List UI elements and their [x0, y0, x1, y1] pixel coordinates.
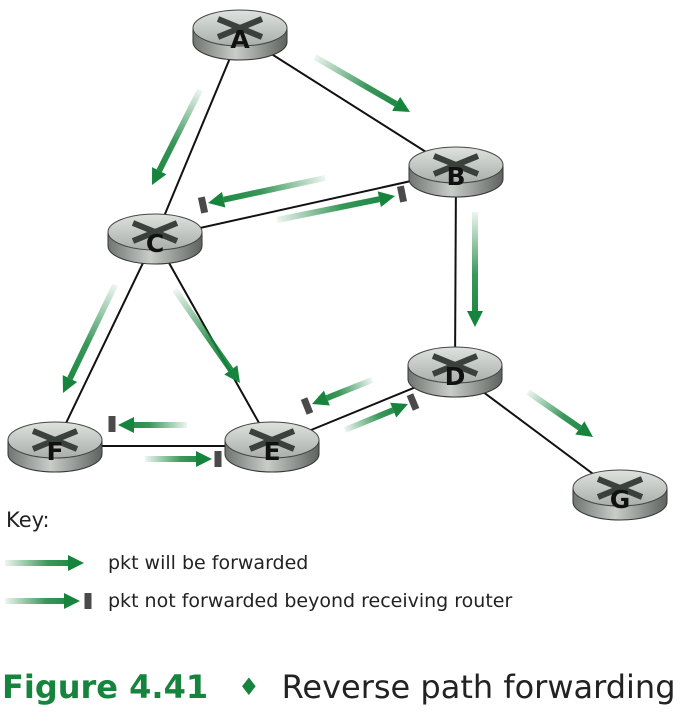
link-C-F	[54, 237, 156, 447]
router-G: G	[572, 469, 668, 521]
router-D: D	[407, 346, 503, 398]
router-cross-icon	[31, 428, 79, 452]
arrow-A-to-C	[152, 88, 203, 185]
arrow-shaft	[526, 389, 582, 431]
arrow-D-to-E	[300, 377, 374, 415]
arrow-F-to-E	[145, 451, 222, 467]
figure-caption: Figure 4.41 ♦ Reverse path forwarding	[2, 668, 676, 706]
arrow-shaft	[156, 88, 203, 173]
router-cross-icon	[432, 153, 480, 177]
arrow-shaft	[276, 196, 380, 223]
router-label: A	[230, 25, 250, 54]
arrows	[62, 54, 593, 467]
router-cross-icon	[216, 16, 264, 40]
router-label: C	[146, 229, 164, 258]
key-title: Key:	[6, 508, 50, 532]
routers: A B C D E F G	[7, 9, 668, 521]
router-B: B	[408, 146, 504, 198]
router-E: E	[224, 421, 320, 473]
router-label: F	[46, 437, 63, 466]
arrow-C-to-F	[62, 283, 118, 393]
arrow-shaft	[172, 288, 234, 372]
key-arrows	[5, 555, 92, 609]
link-A-B	[239, 33, 457, 172]
arrow-head	[575, 421, 593, 437]
key-blocked-arrow	[5, 593, 92, 609]
arrow-shaft	[223, 175, 326, 203]
router-C: C	[107, 213, 203, 265]
arrow-B-to-D	[467, 212, 483, 327]
key-blocked-label: pkt not forwarded beyond receiving route…	[108, 590, 513, 612]
router-label: E	[263, 437, 280, 466]
arrow-shaft	[67, 283, 118, 380]
arrow-B-to-C	[197, 175, 326, 214]
link-C-B	[154, 170, 457, 239]
block-bar-icon	[406, 393, 420, 411]
arrow-head	[312, 390, 330, 406]
router-cross-icon	[596, 476, 644, 500]
router-cross-icon	[131, 220, 179, 244]
link-A-C	[154, 33, 241, 239]
arrow-head	[208, 191, 226, 208]
block-bar-icon	[396, 185, 408, 203]
arrow-head	[467, 311, 483, 327]
router-cross-icon	[248, 428, 296, 452]
router-cross-icon	[431, 353, 479, 377]
arrow-E-to-D	[343, 393, 420, 433]
arrow-head	[392, 97, 410, 112]
arrow-head	[68, 555, 84, 571]
arrow-head	[224, 365, 240, 383]
arrow-E-to-F	[108, 416, 187, 433]
router-A: A	[192, 9, 288, 61]
arrow-head	[390, 402, 408, 418]
arrow-D-to-G	[526, 389, 593, 437]
key-forwarded-arrow	[5, 555, 84, 571]
key-forwarded-label: pkt will be forwarded	[108, 552, 309, 574]
arrow-head	[62, 375, 78, 393]
arrow-head	[377, 191, 395, 208]
block-bar-icon	[197, 196, 209, 214]
router-label: G	[610, 485, 631, 514]
link-B-D	[454, 170, 457, 372]
router-label: B	[446, 162, 465, 191]
figure-number: Figure 4.41	[2, 668, 209, 706]
figure-title: Reverse path forwarding	[281, 668, 676, 706]
arrow-head	[118, 417, 134, 433]
arrow-shaft	[325, 377, 374, 401]
arrow-head	[196, 451, 212, 467]
diamond-icon: ♦	[238, 673, 260, 701]
arrow-C-to-B	[276, 185, 408, 223]
arrow-A-to-B	[313, 54, 410, 112]
router-F: F	[7, 421, 103, 473]
block-bar-icon	[300, 397, 314, 415]
arrow-head	[152, 167, 167, 185]
arrow-shaft	[313, 54, 398, 107]
arrow-head	[64, 593, 80, 609]
router-label: D	[445, 362, 466, 391]
arrow-C-to-E	[172, 288, 240, 383]
arrow-shaft	[343, 407, 395, 433]
